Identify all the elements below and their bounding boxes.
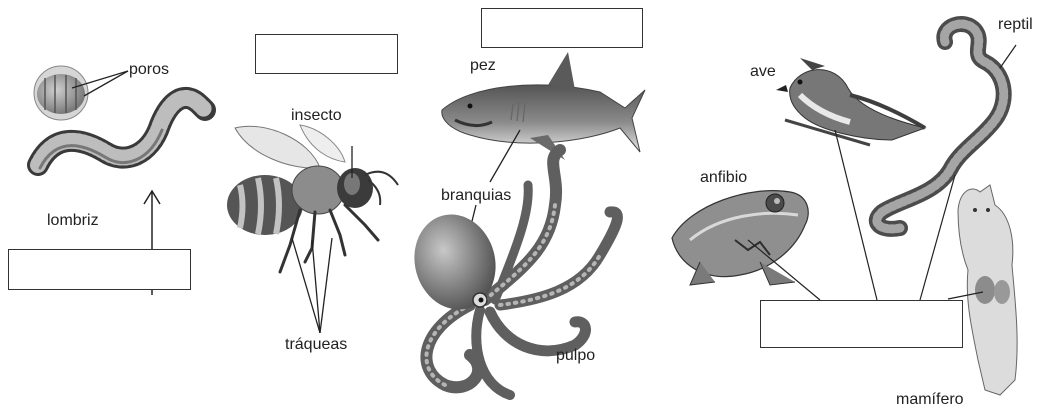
cat-illustration: [958, 185, 1017, 395]
reptil-pointer-line: [1000, 45, 1016, 68]
answer-box-pez[interactable]: [481, 8, 643, 48]
label-traqueas: tráqueas: [285, 337, 347, 353]
answer-box-insecto[interactable]: [255, 34, 398, 74]
label-branquias: branquias: [441, 188, 511, 204]
label-lombriz: lombriz: [47, 213, 99, 229]
label-pulpo: pulpo: [556, 348, 595, 364]
answer-box-lombriz[interactable]: [8, 249, 191, 290]
label-mamifero: mamífero: [896, 392, 964, 408]
label-pez: pez: [470, 58, 496, 74]
bird-illustration: [776, 58, 925, 145]
label-reptil: reptil: [998, 17, 1033, 33]
label-poros: poros: [129, 62, 169, 78]
pores-detail: [34, 66, 88, 120]
frog-illustration: [672, 191, 808, 285]
label-ave: ave: [750, 64, 776, 80]
answer-box-vertebrados[interactable]: [760, 300, 963, 348]
label-insecto: insecto: [291, 108, 342, 124]
label-anfibio: anfibio: [700, 170, 747, 186]
